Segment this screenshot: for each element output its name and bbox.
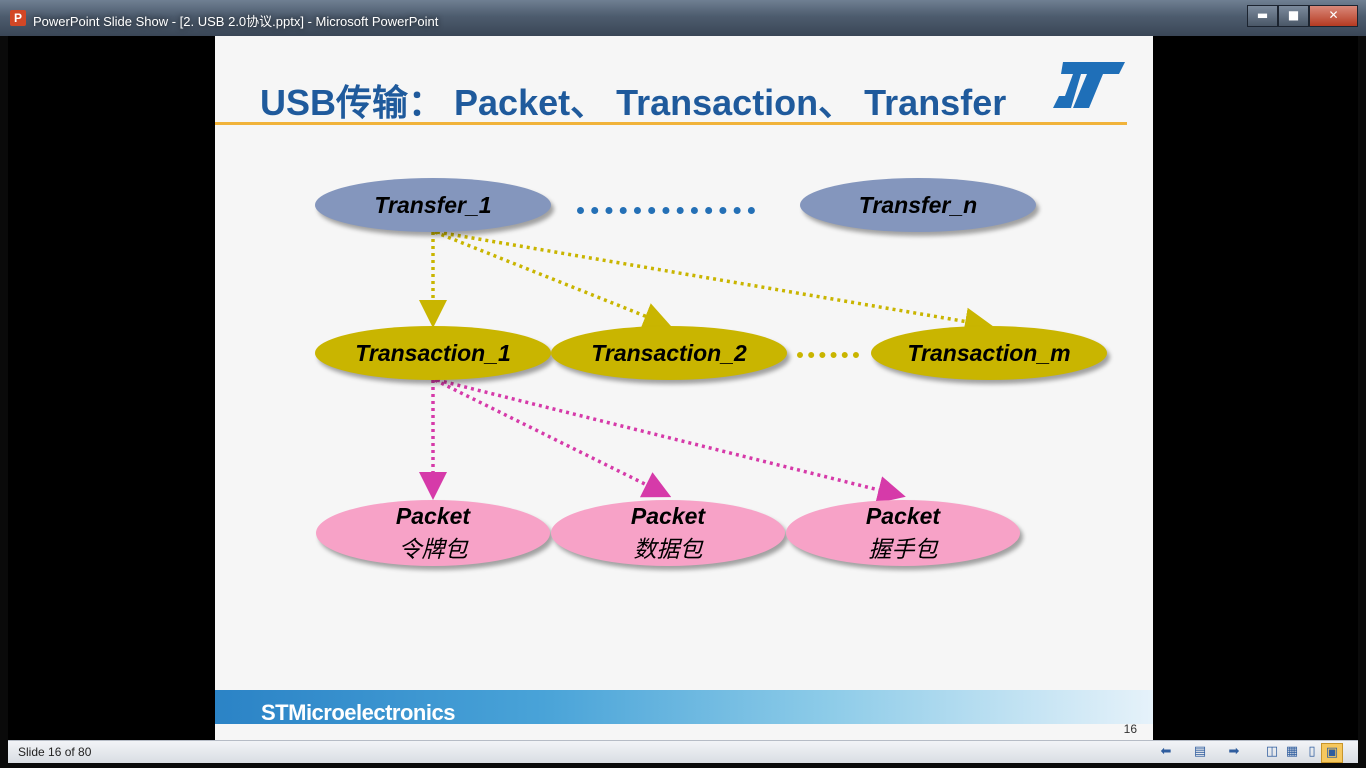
- window-controls: ▬ ■ ✕: [1247, 5, 1358, 27]
- packet-1-sublabel: 令牌包: [398, 537, 468, 563]
- maximize-button[interactable]: ■: [1278, 5, 1309, 27]
- footer-brand: STMicroelectronics: [261, 700, 455, 722]
- minimize-button[interactable]: ▬: [1247, 5, 1278, 27]
- footer-band: [215, 690, 1153, 724]
- packet-3-sublabel: 握手包: [868, 537, 938, 563]
- normal-view-icon[interactable]: ◫: [1265, 744, 1279, 759]
- slide-number: 16: [1123, 722, 1137, 736]
- slide-title: USB传输： Packet、 Transaction、 Transfer: [260, 82, 1007, 123]
- window-title: PowerPoint Slide Show - [2. USB 2.0协议.pp…: [33, 14, 439, 29]
- packet-token-node: Packet 令牌包: [316, 500, 550, 566]
- packet-3-label: Packet: [865, 503, 941, 529]
- transfer-ellipsis: [577, 207, 755, 214]
- transaction-ellipsis: [797, 352, 859, 358]
- next-icon[interactable]: ➡: [1228, 744, 1240, 759]
- st-logo: ST: [1053, 62, 1125, 108]
- arrow-transaction1-packet2: [434, 378, 672, 498]
- transaction-2-node: Transaction_2: [551, 326, 787, 380]
- transfer-1-label: Transfer_1: [374, 192, 492, 218]
- transfer-n-node: Transfer_n: [800, 178, 1036, 232]
- transaction-2-label: Transaction_2: [591, 340, 747, 366]
- transaction-1-label: Transaction_1: [355, 340, 511, 366]
- close-button[interactable]: ✕: [1309, 5, 1358, 27]
- packet-1-label: Packet: [395, 503, 471, 529]
- transaction-m-label: Transaction_m: [907, 340, 1071, 366]
- window-titlebar[interactable]: P PowerPoint Slide Show - [2. USB 2.0协议.…: [0, 0, 1366, 36]
- powerpoint-icon: P: [10, 10, 26, 26]
- status-bar: Slide 16 of 80 ⬅ ▤ ➡ ◫ ▦ ▯ ▣: [8, 740, 1358, 763]
- arrow-transaction1-packet3: [436, 378, 906, 504]
- menu-icon[interactable]: ▤: [1193, 744, 1207, 759]
- arrow-transfer1-transaction2: [434, 230, 672, 330]
- slide-sorter-icon[interactable]: ▦: [1285, 744, 1299, 759]
- reading-view-icon[interactable]: ▯: [1308, 744, 1316, 759]
- slide-show-icon[interactable]: ▣: [1321, 743, 1343, 763]
- packet-arrows: [419, 378, 906, 504]
- transaction-m-node: Transaction_m: [871, 326, 1107, 380]
- transaction-1-node: Transaction_1: [315, 326, 551, 380]
- transfer-arrows: [419, 230, 993, 336]
- packet-handshake-node: Packet 握手包: [786, 500, 1020, 566]
- title-divider: [215, 122, 1127, 125]
- diagram-connectors: [419, 230, 993, 504]
- slide[interactable]: USB传输： Packet、 Transaction、 Transfer ST: [215, 36, 1153, 740]
- previous-icon[interactable]: ⬅: [1160, 744, 1172, 759]
- slide-counter: Slide 16 of 80: [18, 745, 92, 759]
- arrow-transfer1-transactionm: [436, 230, 993, 336]
- transfer-n-label: Transfer_n: [858, 192, 978, 218]
- packet-2-label: Packet: [630, 503, 706, 529]
- transfer-1-node: Transfer_1: [315, 178, 551, 232]
- packet-2-sublabel: 数据包: [633, 537, 703, 563]
- packet-data-node: Packet 数据包: [551, 500, 785, 566]
